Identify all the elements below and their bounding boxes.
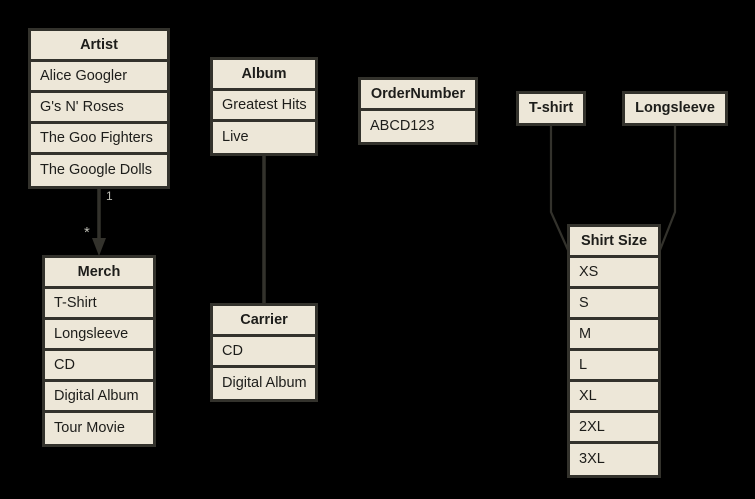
entity-longsleeve[interactable]: Longsleeve <box>622 91 728 126</box>
entity-merch-row[interactable]: Tour Movie <box>45 413 153 444</box>
entity-artist-row[interactable]: The Google Dolls <box>31 155 167 186</box>
entity-shirt-size-row[interactable]: S <box>570 289 658 320</box>
edge-label-artist-merch-target: * <box>84 224 90 241</box>
entity-shirt-size-row[interactable]: 2XL <box>570 413 658 444</box>
entity-shirt-size[interactable]: Shirt Size XS S M L XL 2XL 3XL <box>567 224 661 478</box>
entity-carrier-header: Carrier <box>213 306 315 337</box>
entity-artist-row[interactable]: G's N' Roses <box>31 93 167 124</box>
entity-shirt-size-row[interactable]: XS <box>570 258 658 289</box>
entity-merch-header: Merch <box>45 258 153 289</box>
entity-album-header: Album <box>213 60 315 91</box>
entity-shirt-size-row[interactable]: XL <box>570 382 658 413</box>
entity-album-row[interactable]: Greatest Hits <box>213 91 315 122</box>
entity-merch-row[interactable]: Digital Album <box>45 382 153 413</box>
entity-merch[interactable]: Merch T-Shirt Longsleeve CD Digital Albu… <box>42 255 156 447</box>
entity-merch-row[interactable]: T-Shirt <box>45 289 153 320</box>
entity-album-row[interactable]: Live <box>213 122 315 153</box>
entity-order-number-header: OrderNumber <box>361 80 475 111</box>
entity-artist[interactable]: Artist Alice Googler G's N' Roses The Go… <box>28 28 170 189</box>
connector-longsleeve-shirtsize <box>658 120 677 251</box>
entity-carrier[interactable]: Carrier CD Digital Album <box>210 303 318 402</box>
entity-order-number-row[interactable]: ABCD123 <box>361 111 475 142</box>
entity-shirt-size-header: Shirt Size <box>570 227 658 258</box>
arrowhead-merch <box>92 238 106 256</box>
entity-longsleeve-header: Longsleeve <box>625 94 725 123</box>
entity-order-number[interactable]: OrderNumber ABCD123 <box>358 77 478 145</box>
entity-shirt-size-row[interactable]: M <box>570 320 658 351</box>
entity-carrier-row[interactable]: CD <box>213 337 315 368</box>
entity-artist-row[interactable]: Alice Googler <box>31 62 167 93</box>
entity-carrier-row[interactable]: Digital Album <box>213 368 315 399</box>
entity-tshirt[interactable]: T-shirt <box>516 91 586 126</box>
edge-label-artist-merch-source: 1 <box>106 189 113 203</box>
entity-artist-row[interactable]: The Goo Fighters <box>31 124 167 155</box>
entity-shirt-size-row[interactable]: 3XL <box>570 444 658 475</box>
entity-artist-header: Artist <box>31 31 167 62</box>
entity-merch-row[interactable]: Longsleeve <box>45 320 153 351</box>
connector-tshirt-shirtsize <box>549 120 570 251</box>
entity-album[interactable]: Album Greatest Hits Live <box>210 57 318 156</box>
entity-tshirt-header: T-shirt <box>519 94 583 123</box>
entity-merch-row[interactable]: CD <box>45 351 153 382</box>
entity-shirt-size-row[interactable]: L <box>570 351 658 382</box>
